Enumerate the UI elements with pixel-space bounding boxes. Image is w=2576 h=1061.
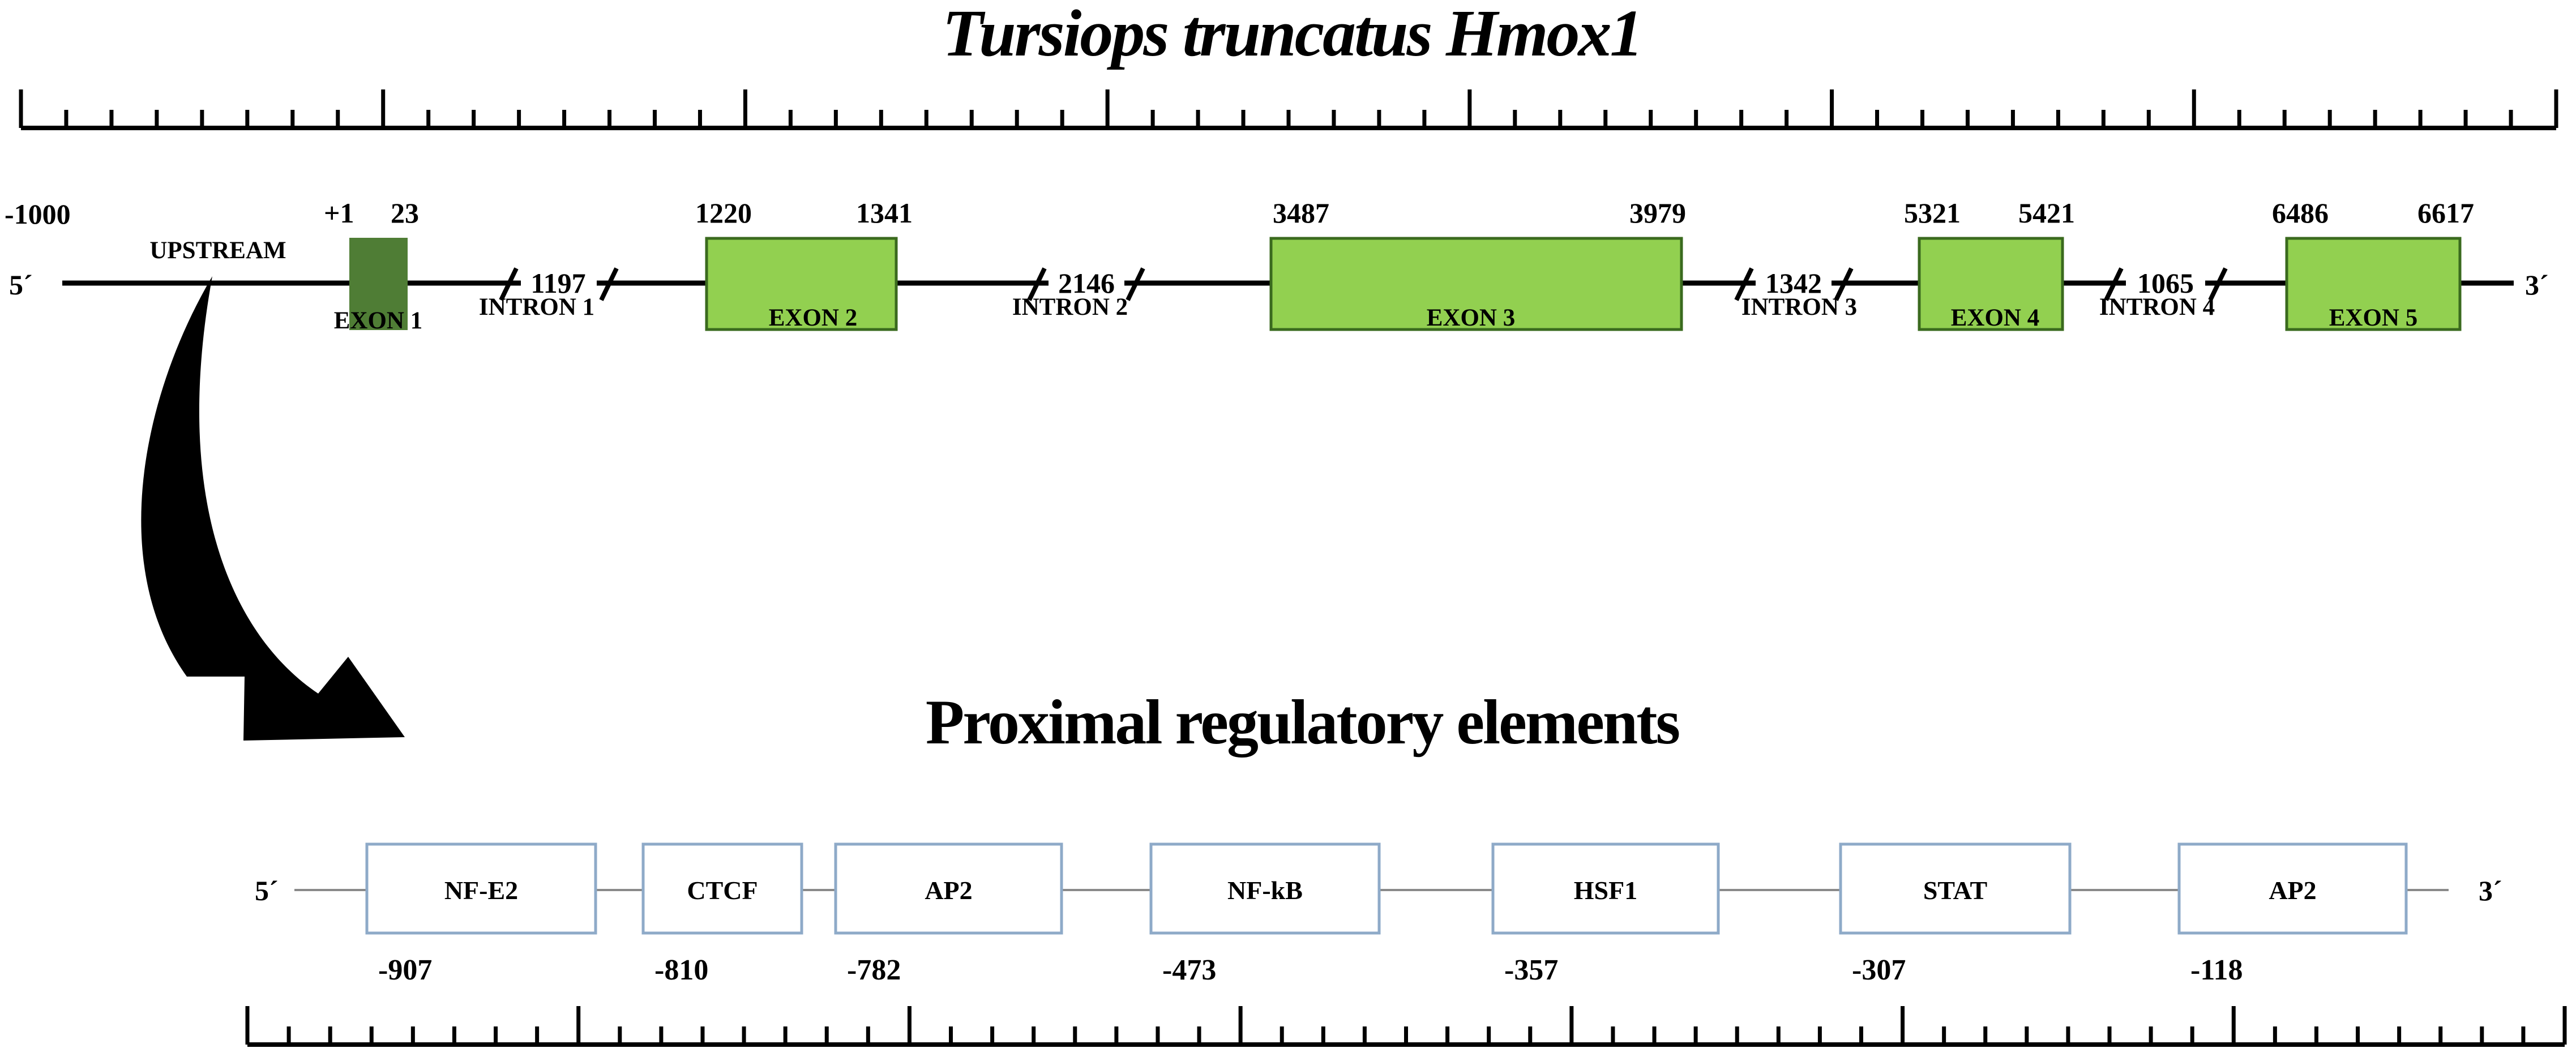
exon-2-end: 1341: [856, 197, 913, 229]
regulatory-element-name: AP2: [2269, 876, 2316, 905]
regulatory-five-prime-label: 5´: [255, 875, 279, 906]
intron-2-label: INTRON 2: [1012, 294, 1128, 320]
regulatory-element-name: NF-kB: [1227, 876, 1303, 905]
intron-1: 1197 INTRON 1: [479, 266, 619, 320]
intron-3: 1342 INTRON 3: [1734, 266, 1857, 320]
exon-2-box: [705, 237, 898, 331]
exon-4: 5321 5421 EXON 4: [1904, 197, 2075, 331]
intron-4-break-right: [2208, 267, 2228, 301]
exon-2-label: EXON 2: [769, 305, 857, 331]
exon-1-start: +1: [324, 197, 354, 229]
regulatory-element-position: -907: [378, 954, 432, 986]
intron-1-label: INTRON 1: [479, 294, 594, 320]
exon-3-end: 3979: [1629, 197, 1686, 229]
diagram-title: Tursiops truncatus Hmox1: [942, 0, 1641, 70]
top-scale-ruler: [19, 89, 2558, 130]
intron-1-break-right: [599, 267, 619, 301]
intron-4: 1065 INTRON 4: [2099, 266, 2228, 320]
exon-4-start: 5321: [1904, 197, 1961, 229]
regulatory-element-box: [1491, 842, 1720, 935]
exon-1-box: [349, 238, 408, 330]
regulatory-elements: NF-E2 -907 CTCF -810 AP2 -782 NF-kB -473 HSF1 -35…: [365, 842, 2408, 986]
exon-5: 6486 6617 EXON 5: [2272, 197, 2474, 331]
regulatory-element-box: [1149, 842, 1381, 935]
intron-3-length: 1342: [1765, 267, 1822, 299]
regulatory-element-name: HSF1: [1574, 876, 1637, 905]
regulatory-element-2: CTCF -810: [641, 842, 803, 986]
intron-2-gap: [1049, 266, 1124, 300]
intron-1-gap: [521, 266, 597, 300]
regulatory-title: Proximal regulatory elements: [926, 687, 1679, 758]
exon-3-box: [1269, 237, 1683, 331]
gene-start-position: -1000: [5, 198, 71, 230]
regulatory-element-name: NF-E2: [444, 876, 518, 905]
intron-2-break-left: [1027, 267, 1047, 301]
exon-4-end: 5421: [2018, 197, 2075, 229]
exon-2: 1220 1341 EXON 2: [695, 197, 913, 331]
intron-4-gap: [2126, 266, 2205, 300]
intron-4-length: 1065: [2137, 267, 2194, 299]
gene-three-prime-label: 3´: [2525, 269, 2549, 301]
exon-2-start: 1220: [695, 197, 752, 229]
exon-5-box: [2285, 237, 2462, 331]
regulatory-element-position: -307: [1852, 954, 1906, 986]
regulatory-element-box: [365, 842, 597, 935]
intron-1-length: 1197: [530, 267, 585, 299]
regulatory-element-position: -782: [847, 954, 901, 986]
exon-5-label: EXON 5: [2329, 305, 2417, 331]
intron-3-label: INTRON 3: [1741, 294, 1857, 320]
regulatory-element-4: NF-kB -473: [1149, 842, 1381, 986]
intron-1-break-left: [499, 267, 519, 301]
exon-3: 3487 3979 EXON 3: [1269, 197, 1686, 331]
regulatory-element-position: -357: [1504, 954, 1558, 986]
curved-arrow-icon: [141, 276, 405, 741]
intron-2: 2146 INTRON 2: [1012, 266, 1145, 320]
exon-1-end: 23: [391, 197, 419, 229]
intron-3-break-left: [1734, 267, 1754, 301]
exon-1: +1 23 EXON 1: [324, 197, 422, 334]
intron-3-gap: [1756, 266, 1832, 300]
regulatory-element-6: STAT -307: [1839, 842, 2072, 986]
regulatory-element-box: [2177, 842, 2408, 935]
regulatory-element-position: -473: [1162, 954, 1216, 986]
regulatory-element-box: [641, 842, 803, 935]
regulatory-element-7: AP2 -118: [2177, 842, 2408, 986]
intron-3-break-right: [1834, 267, 1854, 301]
exon-4-box: [1918, 237, 2064, 331]
bottom-scale-ruler: [245, 1006, 2567, 1047]
regulatory-element-1: NF-E2 -907: [365, 842, 597, 986]
gene-five-prime-label: 5´: [9, 269, 33, 301]
intron-2-length: 2146: [1058, 267, 1115, 299]
regulatory-element-box: [1839, 842, 2072, 935]
regulatory-element-position: -810: [654, 954, 708, 986]
exon-1-label: EXON 1: [334, 307, 422, 334]
exon-5-start: 6486: [2272, 197, 2329, 229]
regulatory-element-box: [834, 842, 1063, 935]
regulatory-element-name: STAT: [1923, 876, 1987, 905]
exon-4-label: EXON 4: [1951, 305, 2039, 331]
intron-4-label: INTRON 4: [2099, 294, 2215, 320]
exon-3-label: EXON 3: [1427, 305, 1515, 331]
exon-5-end: 6617: [2417, 197, 2474, 229]
regulatory-three-prime-label: 3´: [2479, 875, 2502, 906]
regulatory-element-3: AP2 -782: [834, 842, 1063, 986]
exon-3-start: 3487: [1273, 197, 1329, 229]
intron-4-break-left: [2104, 267, 2124, 301]
regulatory-element-name: AP2: [925, 876, 972, 905]
intron-2-break-right: [1126, 267, 1145, 301]
upstream-label: UPSTREAM: [149, 237, 286, 264]
regulatory-element-position: -118: [2190, 954, 2243, 986]
regulatory-element-name: CTCF: [687, 876, 758, 905]
regulatory-element-5: HSF1 -357: [1491, 842, 1720, 986]
